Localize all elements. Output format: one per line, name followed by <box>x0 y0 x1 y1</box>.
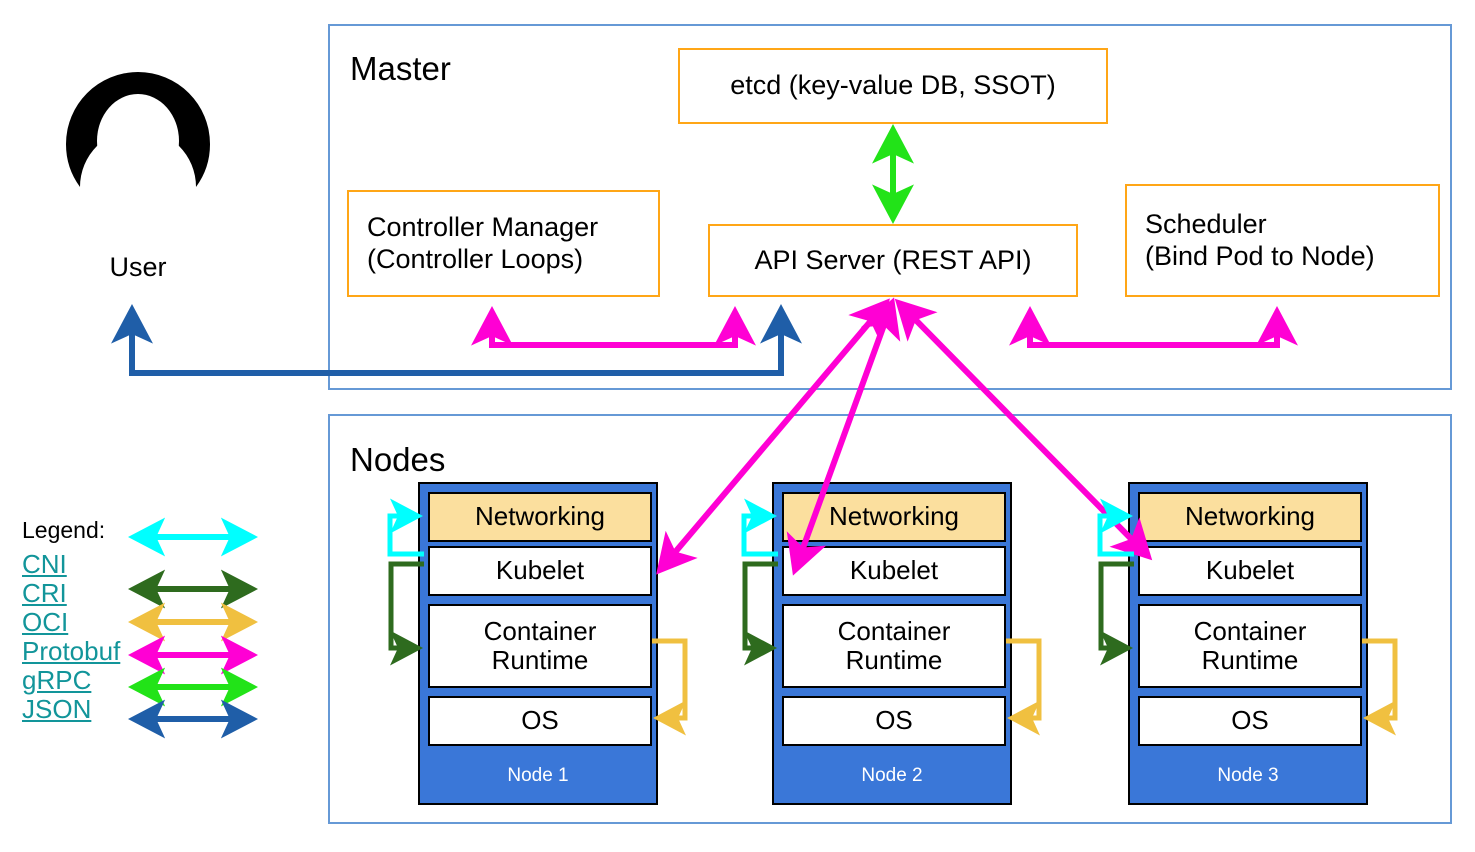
node-2-container-runtime-row[interactable]: Container Runtime <box>782 604 1006 688</box>
legend-item-oci[interactable]: OCI <box>22 607 69 637</box>
scheduler-box[interactable]: Scheduler (Bind Pod to Node) <box>1125 184 1440 297</box>
node-3-networking-row[interactable]: Networking <box>1138 492 1362 542</box>
node-3-container-runtime-label: Container Runtime <box>1193 615 1307 675</box>
legend-item-cri[interactable]: CRI <box>22 578 67 608</box>
legend-item-grpc[interactable]: gRPC <box>22 665 92 695</box>
etcd-label: etcd (key-value DB, SSOT) <box>730 70 1056 101</box>
node-2-label: Node 2 <box>861 765 923 786</box>
node-3-card[interactable]: Networking Kubelet Container Runtime OS … <box>1128 482 1368 805</box>
node-2-networking-row[interactable]: Networking <box>782 492 1006 542</box>
api-server-box[interactable]: API Server (REST API) <box>708 224 1078 297</box>
node-3-os-label: OS <box>1231 705 1269 736</box>
node-3-kubelet-label: Kubelet <box>1205 555 1295 586</box>
node-2-kubelet-label: Kubelet <box>849 555 939 586</box>
user-avatar-icon <box>62 68 214 220</box>
node-3-networking-label: Networking <box>1184 501 1316 532</box>
node-1-container-runtime-row[interactable]: Container Runtime <box>428 604 652 688</box>
controller-manager-label: Controller Manager (Controller Loops) <box>367 211 599 274</box>
node-1-kubelet-row[interactable]: Kubelet <box>428 546 652 596</box>
scheduler-label: Scheduler (Bind Pod to Node) <box>1145 208 1375 271</box>
node-3-label: Node 3 <box>1217 765 1279 786</box>
node-1-os-label: OS <box>521 705 559 736</box>
legend-item-cni[interactable]: CNI <box>22 549 67 579</box>
master-group-title: Master <box>350 50 451 87</box>
node-1-container-runtime-label: Container Runtime <box>483 615 597 675</box>
node-1-networking-label: Networking <box>474 501 606 532</box>
legend-item-json[interactable]: JSON <box>22 694 92 724</box>
node-1-card[interactable]: Networking Kubelet Container Runtime OS … <box>418 482 658 805</box>
node-1-os-row[interactable]: OS <box>428 696 652 746</box>
legend-item-protobuf[interactable]: Protobuf <box>22 636 121 666</box>
node-1-kubelet-label: Kubelet <box>495 555 585 586</box>
node-2-container-runtime-label: Container Runtime <box>837 615 951 675</box>
node-2-networking-label: Networking <box>828 501 960 532</box>
etcd-box[interactable]: etcd (key-value DB, SSOT) <box>678 48 1108 124</box>
node-2-os-label: OS <box>875 705 913 736</box>
user-label: User <box>109 252 167 282</box>
nodes-group-title: Nodes <box>350 441 446 478</box>
node-3-os-row[interactable]: OS <box>1138 696 1362 746</box>
node-2-os-row[interactable]: OS <box>782 696 1006 746</box>
node-2-kubelet-row[interactable]: Kubelet <box>782 546 1006 596</box>
node-1-networking-row[interactable]: Networking <box>428 492 652 542</box>
node-3-container-runtime-row[interactable]: Container Runtime <box>1138 604 1362 688</box>
node-3-kubelet-row[interactable]: Kubelet <box>1138 546 1362 596</box>
api-server-label: API Server (REST API) <box>754 244 1032 275</box>
controller-manager-box[interactable]: Controller Manager (Controller Loops) <box>347 190 660 297</box>
legend-title: Legend: <box>22 517 106 543</box>
node-2-card[interactable]: Networking Kubelet Container Runtime OS … <box>772 482 1012 805</box>
node-1-label: Node 1 <box>507 765 569 786</box>
